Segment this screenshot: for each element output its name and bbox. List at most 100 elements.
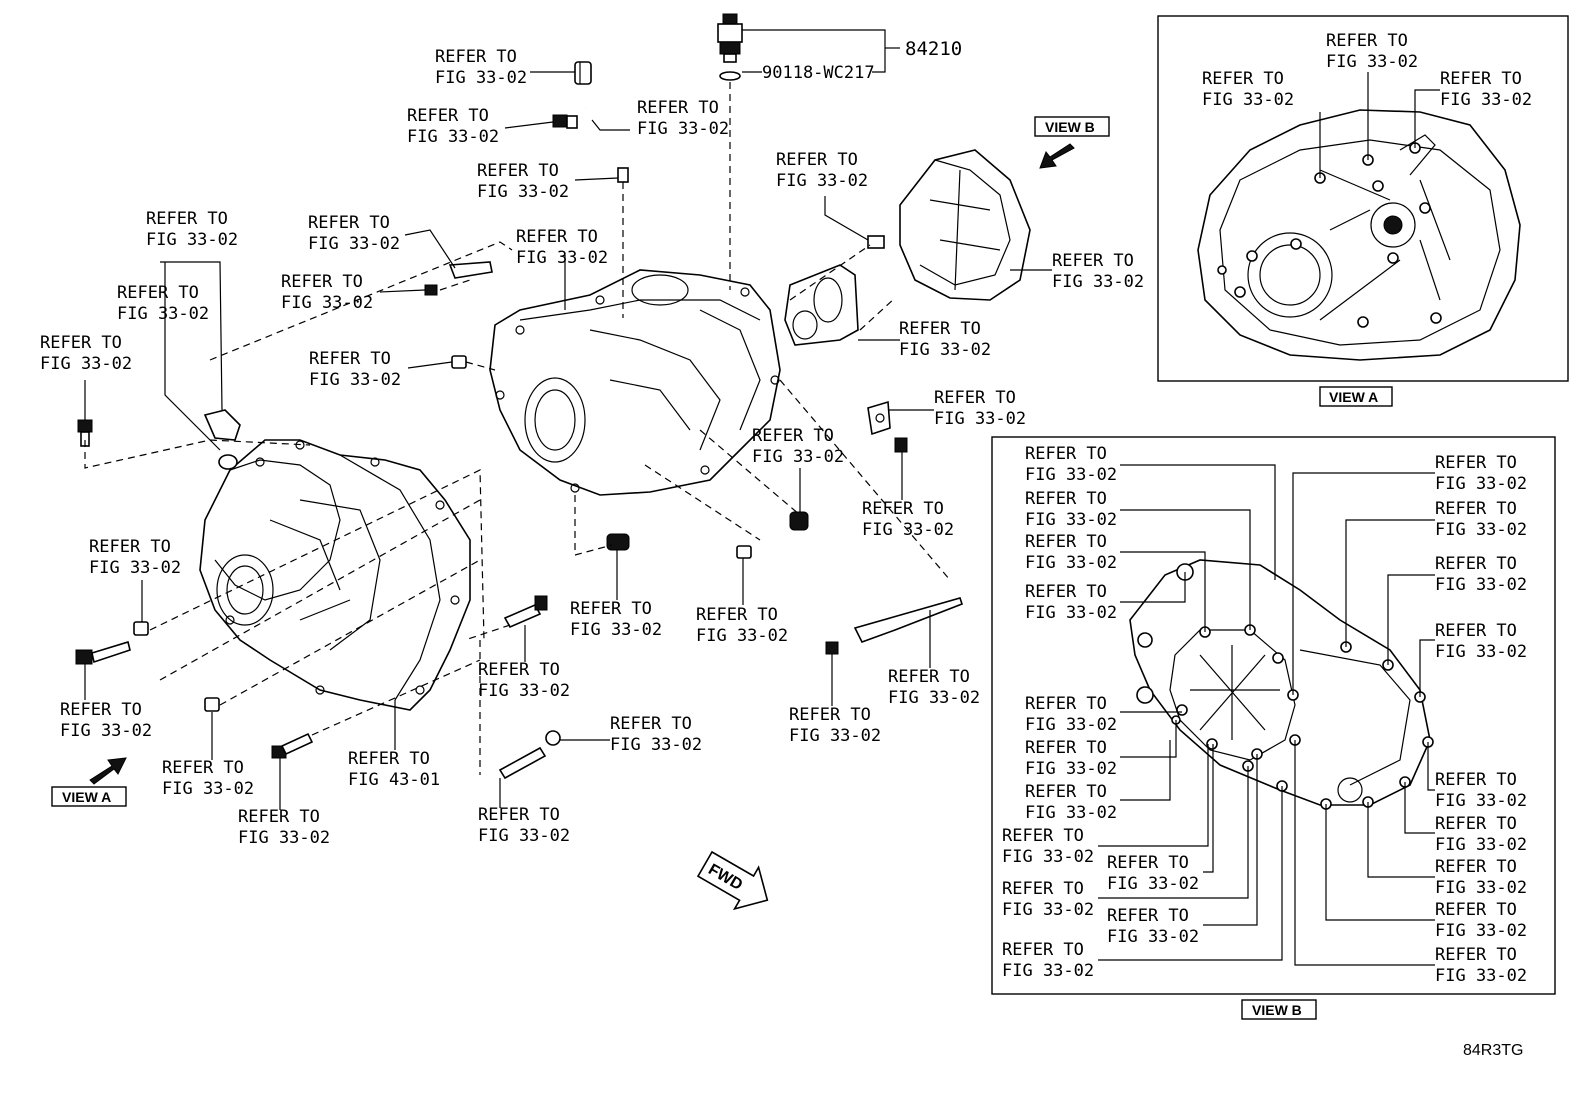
part-number-90118-wc217: 90118-WC217 [762, 63, 875, 83]
fwd-arrow: FWD [696, 850, 769, 911]
case-gasket-plate [784, 264, 859, 346]
view-a-bolt-holes [1217, 142, 1442, 328]
housing-bolt-top [867, 235, 885, 249]
svg-text:VIEW A: VIEW A [62, 789, 111, 805]
breather-cap [574, 61, 592, 85]
bracket-bolt [894, 437, 908, 453]
view-b-tag-inset: VIEW B [1241, 999, 1317, 1020]
explode-lines [84, 82, 951, 775]
drain-bolt [77, 419, 93, 447]
hose-clip [552, 114, 578, 129]
view-a-tag-inset: VIEW A [1319, 386, 1393, 407]
view-b-arrow [1039, 143, 1075, 169]
clutch-housing [899, 149, 1031, 301]
breather-hose [583, 107, 626, 165]
view-b-frame [991, 436, 1556, 995]
svg-text:VIEW A: VIEW A [1329, 389, 1378, 405]
support-bracket [867, 400, 891, 436]
view-b-tag-main: VIEW B [1034, 116, 1110, 137]
dowel-pin-center [736, 545, 752, 559]
dowel-pin-lower [204, 697, 220, 712]
dowel-pin-left [133, 621, 149, 636]
transmission-case [199, 439, 471, 711]
view-a-arrow [89, 757, 127, 785]
view-a-frame [1157, 15, 1569, 382]
speed-sensor [717, 13, 743, 81]
shift-lever-bracket [825, 597, 963, 655]
leader-lines [84, 29, 1052, 810]
stud-bolt-upper [503, 595, 548, 629]
oil-seal-left [606, 533, 630, 551]
stud-bolt-lower [498, 730, 561, 780]
svg-text:VIEW B: VIEW B [1045, 119, 1095, 135]
transmission-housing [489, 269, 781, 496]
dowel-pin-top [451, 355, 467, 369]
diagram-code: 84R3TG [1463, 1042, 1523, 1059]
view-a-tag-main: VIEW A [51, 786, 127, 807]
part-number-84210: 84210 [905, 38, 962, 60]
view-b-drawing [1098, 464, 1435, 966]
case-bolt-lower [271, 732, 314, 759]
breather-plug [617, 167, 629, 183]
view-a-drawing [1197, 72, 1521, 361]
svg-text:VIEW B: VIEW B [1252, 1002, 1302, 1018]
case-bolt-left [75, 640, 131, 665]
view-b-bolt-holes [1171, 624, 1434, 810]
oil-filler-plug [203, 409, 241, 470]
oil-seal-right [789, 511, 809, 531]
clip-bracket-top [424, 261, 493, 296]
